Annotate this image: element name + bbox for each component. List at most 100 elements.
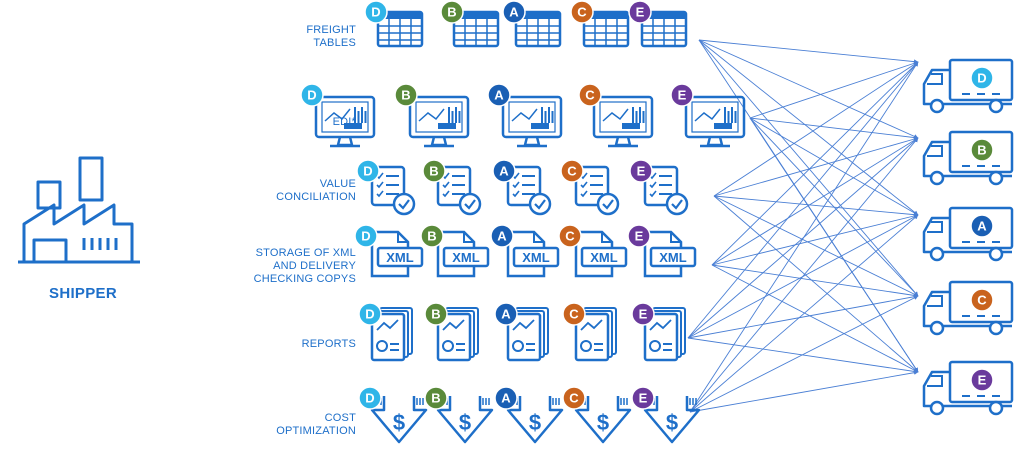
carrier-letter: E (639, 307, 648, 322)
connection-arrow (689, 137, 919, 413)
carrier-letter: B (431, 391, 440, 406)
dollar-sign: $ (666, 410, 678, 435)
carrier-letter: A (497, 229, 507, 244)
xml-file-icon: XML E (627, 224, 697, 278)
truck-icon: A (922, 206, 1014, 262)
carrier-letter: E (637, 164, 646, 179)
checklist-icon: A (492, 159, 552, 216)
connection-arrow (711, 213, 919, 266)
carrier-letter: C (977, 293, 987, 308)
carrier-letter: E (639, 391, 648, 406)
carrier-letter: C (565, 229, 575, 244)
carrier-letter: B (429, 164, 438, 179)
connection-arrow (689, 295, 919, 413)
xml-label: XML (590, 250, 618, 265)
report-icon: A (494, 302, 549, 362)
dollar-sign: $ (393, 410, 405, 435)
carrier-letter: A (499, 164, 509, 179)
freight-table-icon: A (502, 0, 562, 48)
carrier-letter: A (977, 219, 987, 234)
row-label-line: CONCILIATION (276, 191, 356, 203)
factory-icon (18, 156, 140, 264)
row-label-line: COST (324, 412, 356, 424)
carrier-letter: C (577, 5, 587, 20)
connection-arrow (711, 61, 919, 266)
xml-label: XML (522, 250, 550, 265)
carrier-letter: E (978, 373, 987, 388)
report-icon: B (424, 302, 479, 362)
carrier-letter: A (509, 5, 519, 20)
carrier-letter: C (585, 88, 595, 103)
row-label-line: TABLES (313, 37, 356, 49)
checklist-icon: E (629, 159, 689, 216)
connection-arrow (689, 370, 919, 413)
connection-arrow (689, 214, 919, 413)
carrier-letter: E (635, 229, 644, 244)
carrier-letter: D (361, 229, 370, 244)
connection-arrow (711, 264, 919, 298)
row-label-line: AND DELIVERY (273, 259, 356, 272)
truck-icon: D (922, 58, 1014, 114)
row-label-edi-monitor: EDI* (333, 116, 356, 129)
connection-arrow (713, 61, 919, 197)
freight-table-icon: D (364, 0, 424, 48)
xml-file-icon: XML A (490, 224, 560, 278)
freight-table-icon: C (570, 0, 630, 48)
xml-label: XML (659, 250, 687, 265)
row-label-line: CHECKING COPYS (253, 272, 356, 285)
carrier-letter: B (977, 143, 986, 158)
connection-arrow (698, 39, 919, 64)
connection-arrow (711, 137, 919, 266)
connection-arrow (713, 195, 919, 297)
carrier-letter: B (427, 229, 436, 244)
cost-arrow-icon: $A (494, 386, 564, 444)
connection-arrow (749, 117, 919, 373)
row-label-line: FREIGHT (306, 24, 356, 36)
carrier-letter: C (567, 164, 577, 179)
dollar-sign: $ (459, 410, 471, 435)
row-label-report: REPORTS (302, 338, 356, 351)
report-icon: C (562, 302, 617, 362)
checklist-icon: C (560, 159, 620, 216)
xml-file-icon: XML B (420, 224, 490, 278)
checklist-icon: D (356, 159, 416, 216)
carrier-letter: B (447, 5, 456, 20)
carrier-letter: A (501, 307, 511, 322)
connection-arrow (698, 39, 919, 297)
edi-monitor-icon: D (300, 83, 376, 148)
cost-arrow-icon: $E (631, 386, 701, 444)
carrier-letter: C (569, 391, 579, 406)
carrier-letter: D (365, 391, 374, 406)
connection-arrow (749, 117, 919, 216)
carrier-letter: B (401, 88, 410, 103)
carrier-letter: E (678, 88, 687, 103)
edi-monitor-icon: A (487, 83, 563, 148)
carrier-letter: E (636, 5, 645, 20)
connection-arrow (698, 39, 919, 139)
connection-arrow (698, 39, 919, 216)
freight-table-icon: E (628, 0, 688, 48)
carrier-letter: D (365, 307, 374, 322)
carrier-letter: A (494, 88, 504, 103)
report-icon: D (358, 302, 413, 362)
carrier-letter: C (569, 307, 579, 322)
carrier-letter: D (371, 5, 380, 20)
connection-arrow (749, 117, 919, 140)
cost-arrow-icon: $C (562, 386, 632, 444)
carrier-letter: D (363, 164, 372, 179)
connection-arrow (713, 195, 919, 217)
edi-monitor-icon: B (394, 83, 470, 148)
carrier-letter: D (307, 88, 316, 103)
truck-icon: B (922, 130, 1014, 186)
connection-arrow (711, 264, 919, 373)
carrier-trucks: D B A C E (922, 58, 1014, 416)
carrier-letter: D (977, 71, 986, 86)
xml-label: XML (452, 250, 480, 265)
truck-icon: C (922, 280, 1014, 336)
edi-monitor-icon: E (670, 83, 746, 148)
